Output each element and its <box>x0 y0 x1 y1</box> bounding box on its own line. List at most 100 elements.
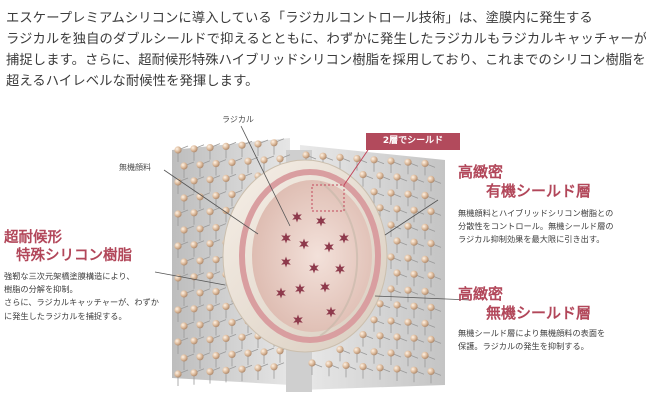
lattice-bead <box>410 302 418 310</box>
lattice-bead <box>180 354 188 362</box>
lattice-bead <box>254 140 262 148</box>
lattice-bead <box>387 157 395 165</box>
lattice-bead <box>336 345 344 353</box>
lattice-bead <box>180 322 188 330</box>
lattice-bead <box>421 255 429 263</box>
lattice-bead <box>238 365 246 373</box>
radical-star-icon <box>292 211 302 223</box>
lattice-bead <box>238 141 246 149</box>
lattice-bead <box>212 320 220 328</box>
lattice-bead <box>270 363 278 371</box>
lattice-bead <box>174 178 182 186</box>
lattice-bead <box>370 316 378 324</box>
right-bottom-desc-line: 無機シールド層により無機顔料の表面を <box>458 328 606 338</box>
lattice-bead <box>393 333 401 341</box>
radical-star-icon <box>276 287 286 299</box>
lattice-bead <box>387 285 395 293</box>
lattice-bead <box>228 318 236 326</box>
lattice-bead <box>180 290 188 298</box>
lattice-bead <box>206 176 214 184</box>
lattice-bead <box>174 338 182 346</box>
lattice-bead <box>190 241 198 249</box>
inorganic-pigment-label: 無機顔料 <box>119 163 151 172</box>
lattice-bead <box>206 304 214 312</box>
intro-line: 捕捉します。さらに、超耐候形特殊ハイブリッドシリコン樹脂を採用しており、これまで… <box>6 53 646 68</box>
lattice-bead <box>410 366 418 374</box>
lattice-bead <box>196 225 204 233</box>
lattice-bead <box>376 332 384 340</box>
lattice-bead <box>410 174 418 182</box>
left-desc-line: 強靭な三次元架橋塗膜構造により、 <box>4 271 135 281</box>
lattice-bead <box>404 190 412 198</box>
two-layer-indicator <box>311 184 345 212</box>
right-top-heading-line1: 高緻密 <box>458 163 504 181</box>
lattice-bead <box>404 222 412 230</box>
lattice-bead <box>222 142 230 150</box>
lattice-bead <box>353 347 361 355</box>
lattice-bead <box>260 156 268 164</box>
lattice-bead <box>212 256 220 264</box>
lattice-bead <box>421 287 429 295</box>
lattice-bead <box>370 188 378 196</box>
lattice-bead <box>308 359 316 367</box>
left-heading-line2: 特殊シリコン樹脂 <box>16 248 132 264</box>
lattice-bead <box>180 226 188 234</box>
lattice-bead <box>174 210 182 218</box>
right-bottom-heading-line1: 高緻密 <box>458 285 504 303</box>
radical-star-icon <box>320 281 330 293</box>
lattice-bead <box>387 317 395 325</box>
lattice-bead <box>270 139 278 147</box>
lattice-bead <box>427 207 435 215</box>
lattice-bead <box>206 272 214 280</box>
lattice-bead <box>427 335 435 343</box>
right-top-description: 無機顔料とハイブリッドシリコン樹脂との 分散性をコントロール。無機シールド層の … <box>458 207 614 247</box>
right-bottom-heading-line2: 無機シールド層 <box>486 304 592 322</box>
radical-star-icon <box>339 232 349 244</box>
lattice-bead <box>190 177 198 185</box>
radical-star-icon <box>295 283 305 295</box>
lattice-bead <box>393 365 401 373</box>
lattice-bead <box>190 369 198 377</box>
lattice-bead <box>254 364 262 372</box>
two-layer-shield-callout: 2層でシールド <box>366 133 460 150</box>
left-description: 強靭な三次元架橋塗膜構造により、 樹脂の分解を抑制。 さらに、ラジカルキャッチャ… <box>4 270 159 323</box>
left-desc-line: さらに、ラジカルキャッチャーが、わずか <box>4 297 159 308</box>
lattice-bead <box>302 151 310 159</box>
lattice-bead <box>212 224 220 232</box>
lattice-bead <box>180 194 188 202</box>
lattice-bead <box>336 153 344 161</box>
lattice-bead <box>410 334 418 342</box>
lattice-bead <box>404 318 412 326</box>
radical-star-icon <box>326 306 336 318</box>
lattice-bead <box>174 306 182 314</box>
lattice-bead <box>404 254 412 262</box>
lattice-bead <box>212 192 220 200</box>
lattice-bead <box>196 321 204 329</box>
lattice-bead <box>228 350 236 358</box>
lattice-bead <box>244 349 252 357</box>
radical-label: ラジカル <box>222 115 254 124</box>
radical-star-icon <box>293 314 303 326</box>
leader-lines <box>154 125 471 301</box>
lattice-bead <box>404 286 412 294</box>
lattice-bead <box>410 206 418 214</box>
radical-star-icon <box>309 262 319 274</box>
lattice-bead <box>387 189 395 197</box>
lattice-bead <box>387 253 395 261</box>
lattice-bead <box>393 237 401 245</box>
right-top-desc-line: 無機顔料とハイブリッドシリコン樹脂との <box>458 208 614 218</box>
right-top-desc-line: ラジカル抑制効果を最大限に引き出す。 <box>458 234 605 245</box>
lattice-bead <box>359 363 367 371</box>
lattice-bead <box>325 360 333 368</box>
lattice-bead <box>206 336 214 344</box>
lattice-bead <box>427 367 435 375</box>
lattice-bead <box>342 361 350 369</box>
lattice-bead <box>174 242 182 250</box>
radical-star-icon <box>316 215 326 227</box>
left-desc-line: 樹脂の分解を抑制。 <box>4 284 78 295</box>
lattice-bead <box>190 209 198 217</box>
intro-text: エスケープレミアムシリコンに導入している「ラジカルコントロール技術」は、塗膜内に… <box>6 8 646 92</box>
lattice-bead <box>222 334 230 342</box>
